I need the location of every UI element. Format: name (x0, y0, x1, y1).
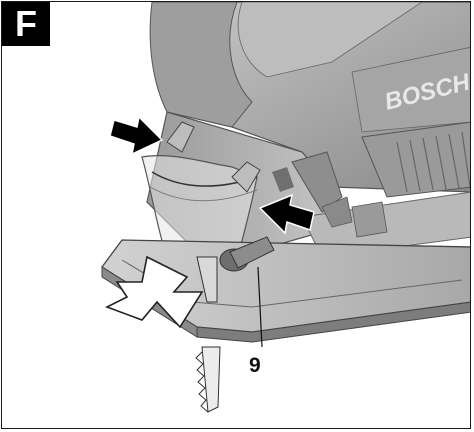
removal-direction-arrow (104, 255, 204, 329)
saw-blade (195, 256, 221, 413)
figure-label-badge: F (2, 2, 50, 46)
callout-leader-line (257, 266, 263, 348)
press-arrow-right (258, 193, 315, 235)
callout-number: 9 (249, 354, 261, 377)
ribbed-grip (361, 121, 470, 198)
jigsaw-illustration: BOSCH (101, 2, 470, 413)
lever-9 (219, 236, 275, 348)
press-arrow-left (109, 115, 164, 156)
